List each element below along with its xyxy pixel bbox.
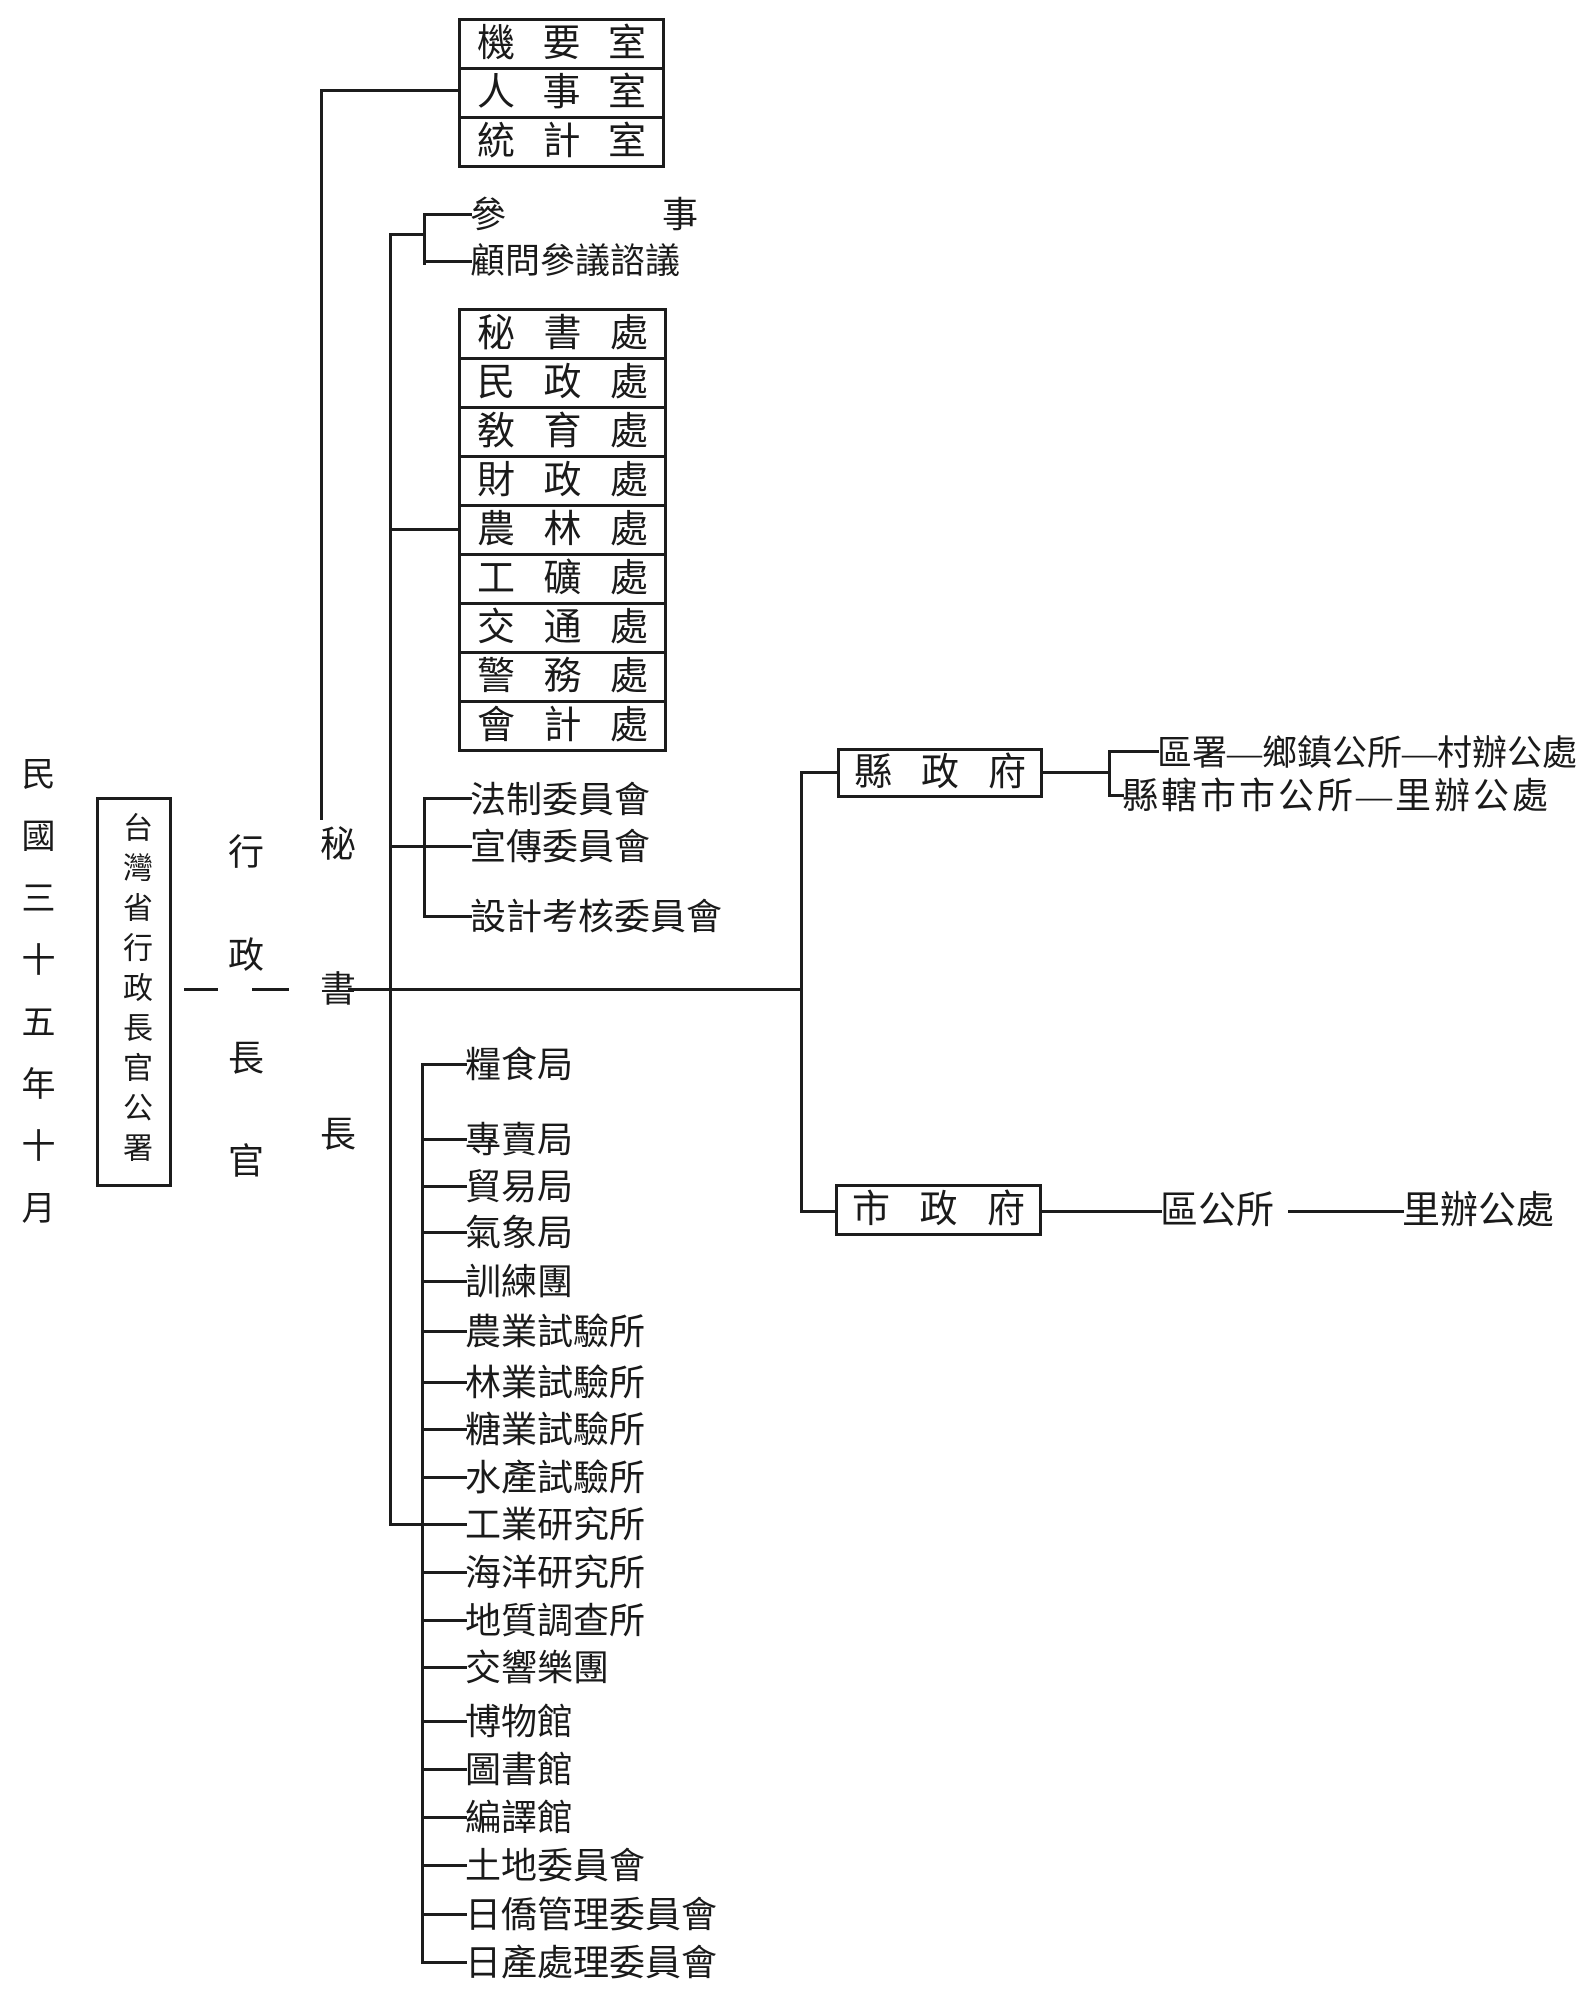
bureau-label: 農業試驗所 (465, 1312, 646, 1352)
bureau-label: 海洋研究所 (465, 1553, 646, 1593)
connector-advisors-bracket (423, 213, 426, 265)
committee-label: 設計考核委員會 (470, 897, 723, 937)
connector-bureau-stub (421, 1138, 467, 1141)
connector-bureau-stub (421, 1619, 467, 1622)
bureau-label: 水產試驗所 (465, 1458, 646, 1498)
connector-bureau-stub (421, 1720, 467, 1723)
connector-bureau-stub (421, 1063, 467, 1066)
bureau-label: 糖業試驗所 (465, 1410, 646, 1450)
county-branch-label: 縣轄市市公所—里辦公處 (1122, 776, 1552, 816)
counselor-label: 參事 (470, 195, 698, 235)
city-village-office-label: 里辦公處 (1402, 1190, 1555, 1232)
connector-committee-stub (423, 797, 472, 800)
chief-executive-label: 行政長官 (223, 833, 263, 1245)
department-row: 民政處 (461, 357, 664, 406)
city-government-box: 市政府 (835, 1184, 1042, 1236)
bureau-label: 博物館 (465, 1702, 574, 1742)
bureau-label: 氣象局 (465, 1213, 574, 1253)
bureau-label: 土地委員會 (465, 1846, 646, 1886)
bureau-label: 交響樂團 (465, 1648, 610, 1688)
dash-connector (184, 988, 218, 991)
bureau-label: 編譯館 (465, 1798, 574, 1838)
connector-bureau-stub (421, 1961, 467, 1964)
connector-bureau-stub (421, 1913, 467, 1916)
dash-connector (252, 988, 289, 991)
connector-bureau-stub (421, 1768, 467, 1771)
county-branch-label: 區署—鄉鎮公所—村辦公處 (1157, 734, 1578, 773)
department-row: 秘書處 (477, 313, 648, 355)
connector-bureau-stub (421, 1231, 467, 1234)
connector-city-right (1040, 1210, 1162, 1213)
org-root-box: 台灣省行政長官公署 (96, 797, 172, 1187)
department-row: 農林處 (461, 504, 664, 553)
connector-bureau-stub (421, 1523, 467, 1526)
bureau-label: 日僑管理委員會 (465, 1895, 718, 1935)
connector-bureaus-trunk (421, 1063, 424, 1964)
date-label: 民國三十五年十月 (16, 756, 53, 1252)
connector-bureau-stub (421, 1280, 467, 1283)
bureau-label: 圖書館 (465, 1750, 574, 1790)
department-row: 工礦處 (461, 553, 664, 602)
connector-bureaus-join (389, 1523, 423, 1526)
committee-label: 法制委員會 (470, 780, 651, 820)
bureau-label: 林業試驗所 (465, 1363, 646, 1403)
connector-committee-stub (423, 915, 472, 918)
connector-bureau-stub (421, 1476, 467, 1479)
connector-bureau-stub (421, 1428, 467, 1431)
bureau-label: 糧食局 (465, 1045, 574, 1085)
department-row: 交通處 (461, 602, 664, 651)
connector-bureau-stub (421, 1330, 467, 1333)
connector-central-trunk (389, 233, 392, 1526)
department-row: 敎育處 (461, 406, 664, 455)
connector-city-dash (1288, 1210, 1404, 1213)
connector-bureau-stub (421, 1571, 467, 1574)
bureau-label: 地質調查所 (465, 1601, 646, 1641)
bureau-label: 日產處理委員會 (465, 1943, 718, 1983)
connector-bureau-stub (421, 1185, 467, 1188)
advisory-council-label: 顧問參議諮議 (470, 242, 681, 281)
county-government-box: 縣政府 (837, 748, 1043, 798)
org-root-label: 台灣省行政長官公署 (118, 812, 151, 1172)
connector-advisors (389, 233, 426, 236)
office-row: 機要室 (477, 23, 646, 65)
connector-bureau-stub (421, 1666, 467, 1669)
direct-offices-stack: 機要室 人事室 統計室 (458, 18, 665, 168)
committee-label: 宣傳委員會 (470, 827, 651, 867)
connector-county-stub (1108, 750, 1159, 753)
bureau-label: 訓練團 (465, 1262, 574, 1302)
connector-bureau-stub (421, 1381, 467, 1384)
connector-county-stub (1108, 794, 1124, 797)
connector-offices-horizontal (320, 89, 460, 92)
office-row: 統計室 (461, 116, 662, 165)
secretary-general-label: 秘書長 (315, 825, 355, 1260)
connector-county-right (1041, 771, 1110, 774)
connector-main-line (348, 988, 803, 991)
connector-bureau-stub (421, 1816, 467, 1819)
city-district-office-label: 區公所 (1160, 1190, 1275, 1232)
connector-localgov-trunk (800, 771, 803, 1213)
department-row: 會計處 (461, 700, 664, 749)
connector-advisor-stub (423, 213, 472, 216)
connector-county (800, 771, 839, 774)
connector-offices-vertical (320, 89, 323, 820)
bureau-label: 工業研究所 (465, 1505, 646, 1545)
connector-county-bracket (1108, 750, 1111, 797)
departments-stack: 秘書處 民政處 敎育處 財政處 農林處 工礦處 交通處 警務處 會計處 (458, 308, 667, 752)
connector-city (800, 1210, 837, 1213)
office-row: 人事室 (461, 67, 662, 116)
connector-committees-bracket (423, 797, 426, 918)
bureau-label: 貿易局 (465, 1167, 574, 1207)
department-row: 財政處 (461, 455, 664, 504)
department-row: 警務處 (461, 651, 664, 700)
connector-departments (389, 528, 461, 531)
connector-bureau-stub (421, 1864, 467, 1867)
connector-committees (389, 845, 472, 848)
connector-advisor-stub (423, 260, 472, 263)
bureau-label: 專賣局 (465, 1120, 574, 1160)
